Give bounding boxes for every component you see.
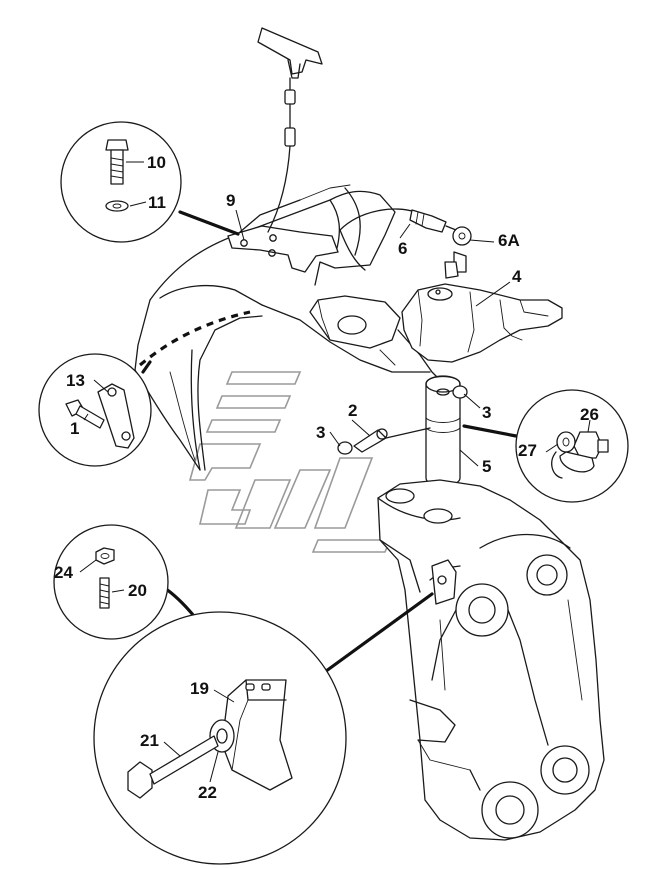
mounting-plate-part-9	[227, 225, 339, 273]
detail-circle-grease-nipple	[515, 389, 629, 503]
callout-22: 22	[198, 783, 217, 802]
callout-24: 24	[54, 563, 73, 582]
callout-5: 5	[482, 457, 491, 476]
callout-19: 19	[190, 679, 209, 698]
main-frame-body	[134, 184, 441, 471]
wear-pad-mount-point	[431, 559, 457, 605]
callout-21: 21	[140, 731, 159, 750]
detail-circle-wear-pad	[93, 611, 347, 865]
callout-3-left: 3	[316, 423, 325, 442]
detail-circle-nut-screw	[53, 524, 169, 640]
callout-3-right: 3	[482, 403, 491, 422]
callout-4: 4	[512, 267, 522, 286]
pivot-pin-part-5	[425, 375, 461, 487]
watermark-logo	[188, 371, 392, 553]
ball-joint-part-6a	[444, 226, 472, 279]
callout-2: 2	[348, 401, 357, 420]
hidden-line	[138, 310, 251, 367]
callout-1: 1	[70, 419, 79, 438]
callout-10: 10	[147, 153, 166, 172]
callout-20: 20	[128, 581, 147, 600]
detail-circle-bolt-washer	[60, 121, 182, 243]
callout-11: 11	[148, 193, 166, 212]
circlip-part-3-lower	[337, 441, 353, 455]
circlip-part-3-upper	[452, 385, 468, 399]
label-leaders	[79, 161, 591, 783]
callout-27: 27	[518, 441, 537, 460]
callout-26: 26	[580, 405, 599, 424]
callout-6: 6	[398, 239, 407, 258]
locking-lever-part-4	[401, 283, 563, 363]
callout-13: 13	[66, 371, 85, 390]
detail-circle-latch-bolt	[38, 353, 152, 467]
cable-end-fitting-part-6	[409, 209, 457, 233]
callout-9: 9	[226, 191, 235, 210]
quick-hitch-coupler-body	[377, 479, 605, 841]
release-cable-with-t-handle	[257, 27, 416, 271]
callout-labels: 10 11 9 6 6A 4 13 1 2 3 3 5 26 27 24 20 …	[54, 153, 599, 802]
callout-6a: 6A	[498, 231, 520, 250]
